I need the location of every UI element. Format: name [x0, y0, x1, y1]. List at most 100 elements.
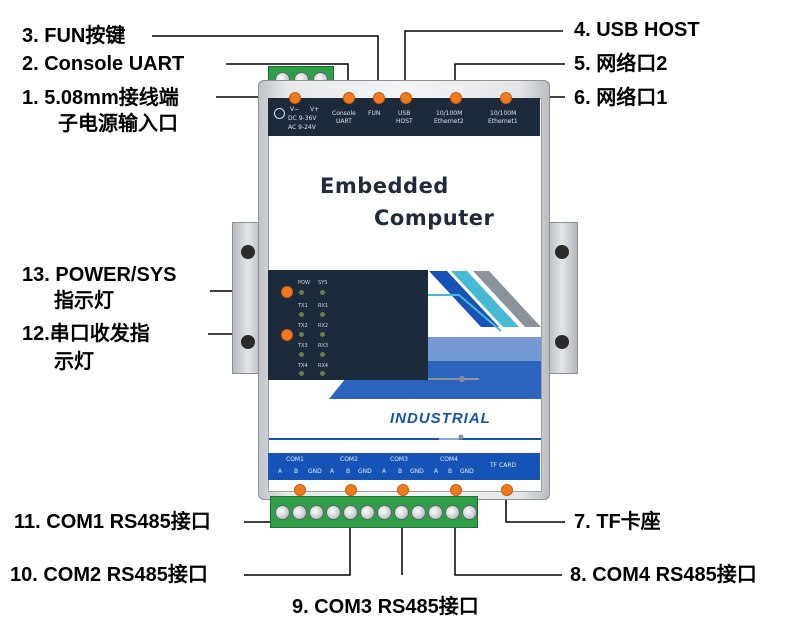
- led-sys: [320, 290, 325, 295]
- led-label-rx3: RX3: [318, 343, 329, 349]
- led-tx4: [299, 371, 304, 376]
- marker-ethernet2: [450, 92, 462, 104]
- callout-com2: 10. COM2 RS485接口: [10, 564, 208, 586]
- terminal-screw: [343, 505, 358, 520]
- callout-power-input: 1. 5.08mm接线端: [22, 87, 179, 109]
- label-eth2-speed: 10/100M: [436, 110, 463, 117]
- label-com1: COM1: [286, 456, 304, 463]
- brand-line-2: Computer: [374, 206, 495, 230]
- led-rx4: [320, 371, 325, 376]
- pin-a: A: [382, 468, 387, 475]
- top-label-strip: V− V+ DC 9-36V AC 9-24V Console UART FUN…: [268, 98, 540, 136]
- terminal-screw: [428, 505, 443, 520]
- terminal-screw: [462, 505, 477, 520]
- label-tf-card: TF CARD: [490, 462, 517, 469]
- led-rx2: [320, 332, 325, 337]
- marker-com3: [397, 484, 409, 496]
- terminal-screw: [411, 505, 426, 520]
- callout-usb-host: 4. USB HOST: [574, 19, 700, 41]
- pin-b: B: [448, 468, 453, 475]
- label-uart: UART: [336, 118, 352, 125]
- led-tx1: [299, 312, 304, 317]
- callout-serial-led: 12.串口收发指: [22, 323, 150, 345]
- callout-fun-button: 3. FUN按键: [22, 25, 126, 47]
- led-tx2: [299, 332, 304, 337]
- bottom-label-strip: COM1 COM2 COM3 COM4 TF CARD A B GND A B …: [268, 453, 540, 480]
- rs485-terminal-block: [270, 496, 478, 528]
- industrial-label: INDUSTRIAL: [390, 410, 491, 427]
- mounting-hole: [241, 245, 255, 259]
- led-label-pow: POW: [298, 280, 310, 286]
- callout-com3: 9. COM3 RS485接口: [292, 596, 479, 618]
- callout-ethernet1: 6. 网络口1: [574, 87, 668, 109]
- led-rx1: [320, 312, 325, 317]
- marker-serial-led: [281, 329, 293, 341]
- marker-com4: [450, 484, 462, 496]
- label-host: HOST: [396, 118, 413, 125]
- label-com4: COM4: [440, 456, 458, 463]
- label-com3: COM3: [390, 456, 408, 463]
- pin-a: A: [330, 468, 335, 475]
- label-eth1-speed: 10/100M: [490, 110, 517, 117]
- label-eth2: Ethernet2: [434, 118, 464, 125]
- marker-usb-host: [400, 92, 412, 104]
- callout-serial-led-line2: 示灯: [54, 351, 94, 373]
- pin-b: B: [398, 468, 403, 475]
- led-indicator-panel: POW SYS TX1 RX1 TX2 RX2 TX3 RX3 TX4 RX4: [268, 270, 428, 380]
- terminal-screw: [326, 505, 341, 520]
- marker-console-uart: [343, 92, 355, 104]
- terminal-screw: [309, 505, 324, 520]
- marker-ethernet1: [500, 92, 512, 104]
- pin-a: A: [278, 468, 283, 475]
- led-label-rx2: RX2: [318, 323, 329, 329]
- terminal-screw: [275, 505, 290, 520]
- led-label-tx3: TX3: [298, 343, 308, 349]
- led-tx3: [299, 352, 304, 357]
- callout-power-sys-led: 13. POWER/SYS: [22, 264, 177, 286]
- marker-fun-button: [373, 92, 385, 104]
- label-fun: FUN: [368, 110, 381, 117]
- marker-com2: [345, 484, 357, 496]
- marker-power-sys-led: [281, 286, 293, 298]
- led-label-rx4: RX4: [318, 363, 329, 369]
- label-usb: USB: [398, 110, 411, 117]
- mounting-hole: [241, 335, 255, 349]
- pin-b: B: [346, 468, 351, 475]
- label-ac-range: AC 9-24V: [288, 124, 316, 131]
- label-eth1: Ethernet1: [488, 118, 518, 125]
- led-label-tx1: TX1: [298, 303, 308, 309]
- ground-icon: [274, 108, 285, 119]
- led-label-tx2: TX2: [298, 323, 308, 329]
- led-pow: [299, 290, 304, 295]
- label-dc-range: DC 9-36V: [288, 115, 317, 122]
- label-v-minus: V−: [290, 106, 300, 113]
- terminal-screw: [360, 505, 375, 520]
- marker-com1: [294, 484, 306, 496]
- callout-console-uart: 2. Console UART: [22, 53, 185, 75]
- mounting-hole: [555, 245, 569, 259]
- led-label-rx1: RX1: [318, 303, 329, 309]
- pin-gnd: GND: [410, 468, 424, 475]
- led-label-sys: SYS: [318, 280, 328, 286]
- pin-gnd: GND: [308, 468, 322, 475]
- mounting-hole: [555, 335, 569, 349]
- brand-line-1: Embedded: [320, 174, 449, 198]
- callout-ethernet2: 5. 网络口2: [574, 53, 668, 75]
- callout-com1: 11. COM1 RS485接口: [14, 511, 211, 533]
- pin-b: B: [294, 468, 299, 475]
- terminal-screw: [394, 505, 409, 520]
- marker-power-input: [289, 92, 301, 104]
- label-com2: COM2: [340, 456, 358, 463]
- pin-gnd: GND: [460, 468, 474, 475]
- marker-tf-card: [501, 484, 513, 496]
- mounting-ear-right: [546, 222, 578, 374]
- callout-power-input-line2: 子电源输入口: [58, 113, 178, 135]
- label-v-plus: V+: [310, 106, 320, 113]
- label-console: Console: [332, 110, 356, 117]
- led-rx3: [320, 352, 325, 357]
- led-label-tx4: TX4: [298, 363, 308, 369]
- callout-tf-card: 7. TF卡座: [574, 511, 661, 533]
- terminal-screw: [292, 505, 307, 520]
- pin-a: A: [434, 468, 439, 475]
- terminal-screw: [445, 505, 460, 520]
